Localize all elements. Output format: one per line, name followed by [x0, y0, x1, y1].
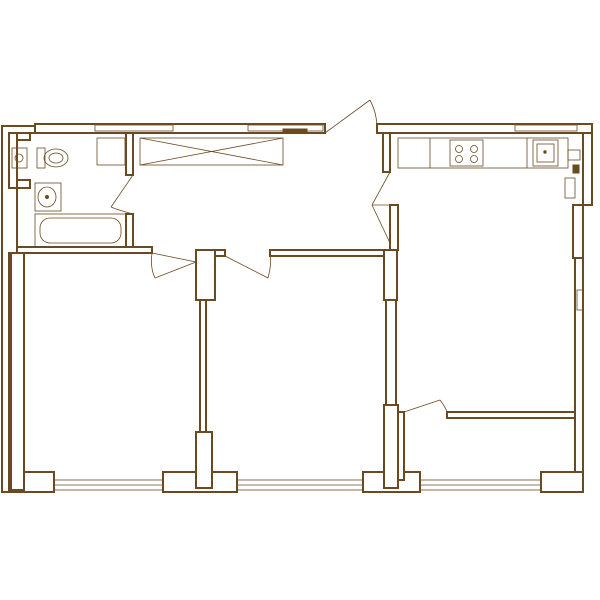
fixtures [11, 137, 581, 248]
bathroom-sink [34, 182, 62, 212]
wardrobe [139, 137, 284, 166]
kitchen-sink [532, 139, 559, 167]
doors [110, 99, 448, 413]
bathtub [34, 213, 127, 248]
small-sink [11, 147, 28, 169]
windows [53, 124, 584, 491]
exterior-walls [1, 123, 593, 493]
toilet [36, 147, 69, 169]
stove [449, 139, 484, 167]
interior-walls [8, 132, 576, 489]
washing-machine [96, 137, 126, 166]
